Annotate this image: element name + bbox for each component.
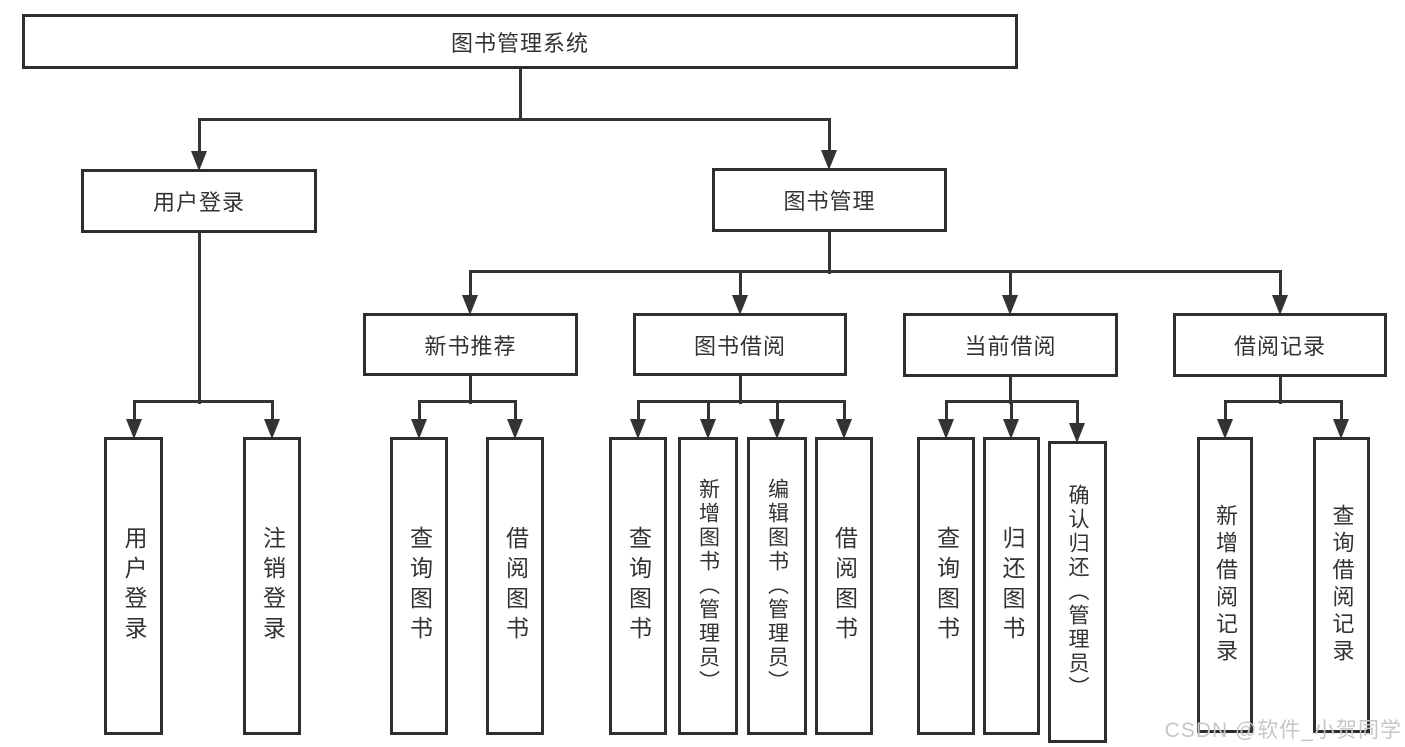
connector-vline: [1278, 376, 1282, 404]
connector-hline: [468, 269, 1282, 273]
connector-vline: [518, 69, 522, 121]
node-borrow-records-label: 借阅记录: [1233, 334, 1326, 359]
node-book-borrow-label: 图书借阅: [693, 333, 786, 359]
connector-arrow-stem: [775, 401, 779, 429]
connector-hline: [636, 399, 846, 403]
arrow-down-icon: [264, 419, 280, 439]
node-borrow-records: 借阅记录: [1173, 313, 1387, 377]
connector-vline: [468, 376, 472, 404]
node-book-management-label: 图书管理: [783, 189, 876, 214]
arrow-down-icon: [1272, 295, 1288, 315]
leaf-query-borrow-record: 查询借阅记录: [1313, 437, 1370, 733]
connector-vline: [738, 376, 742, 404]
arrow-down-icon: [1069, 423, 1085, 443]
connector-arrow-stem: [706, 401, 710, 429]
connector-arrow-stem: [738, 271, 742, 305]
node-book-borrow: 图书借阅: [633, 313, 847, 376]
connector-hline: [197, 117, 831, 121]
arrow-down-icon: [462, 295, 478, 315]
leaf-edit-book-admin: 编辑图书（管理员）: [747, 437, 807, 735]
node-current-borrow-label: 当前借阅: [964, 334, 1057, 359]
connector-arrow-stem: [513, 401, 517, 429]
arrow-down-icon: [630, 419, 646, 439]
connector-arrow-stem: [270, 401, 274, 429]
leaf-logout: 注销登录: [243, 437, 301, 735]
node-root-label: 图书管理系统: [450, 30, 589, 56]
leaf-query-books-1: 查询图书: [390, 437, 448, 735]
leaf-add-book-admin: 新增图书（管理员）: [678, 437, 738, 735]
leaf-add-borrow-record: 新增借阅记录: [1197, 437, 1253, 733]
arrow-down-icon: [191, 151, 207, 171]
connector-vline: [197, 233, 201, 404]
connector-hline: [132, 399, 274, 403]
arrow-down-icon: [1003, 419, 1019, 439]
node-book-management: 图书管理: [712, 168, 947, 232]
leaf-user-login: 用户登录: [104, 437, 163, 735]
connector-arrow-stem: [197, 119, 201, 161]
leaf-query-books-2: 查询图书: [609, 437, 667, 735]
connector-arrow-stem: [1223, 401, 1227, 429]
connector-arrow-stem: [944, 401, 948, 429]
arrow-down-icon: [1002, 295, 1018, 315]
connector-arrow-stem: [1009, 401, 1013, 429]
node-user-login: 用户登录: [81, 169, 317, 233]
connector-arrow-stem: [827, 119, 831, 160]
arrow-down-icon: [411, 419, 427, 439]
arrow-down-icon: [836, 419, 852, 439]
watermark: CSDN @软件_小贺同学: [1164, 719, 1402, 742]
connector-arrow-stem: [417, 401, 421, 429]
arrow-down-icon: [821, 150, 837, 170]
connector-arrow-stem: [1008, 271, 1012, 305]
connector-hline: [417, 399, 517, 403]
arrow-down-icon: [732, 295, 748, 315]
arrow-down-icon: [507, 419, 523, 439]
arrow-down-icon: [700, 419, 716, 439]
leaf-confirm-return-admin: 确认归还（管理员）: [1048, 441, 1107, 743]
connector-vline: [827, 232, 831, 274]
node-new-book-recommend-label: 新书推荐: [424, 333, 517, 359]
arrow-down-icon: [1333, 419, 1349, 439]
node-root: 图书管理系统: [22, 14, 1018, 69]
connector-hline: [1223, 399, 1343, 403]
arrow-down-icon: [126, 419, 142, 439]
leaf-return-books: 归还图书: [983, 437, 1040, 735]
connector-arrow-stem: [1278, 271, 1282, 305]
connector-arrow-stem: [842, 401, 846, 429]
connector-vline: [1008, 376, 1012, 404]
connector-arrow-stem: [1339, 401, 1343, 429]
leaf-borrow-books-1: 借阅图书: [486, 437, 544, 735]
connector-arrow-stem: [1075, 401, 1079, 433]
node-current-borrow: 当前借阅: [903, 313, 1118, 377]
connector-arrow-stem: [636, 401, 640, 429]
leaf-borrow-books-2: 借阅图书: [815, 437, 873, 735]
leaf-query-books-3: 查询图书: [917, 437, 975, 735]
node-user-login-label: 用户登录: [152, 190, 245, 215]
arrow-down-icon: [938, 419, 954, 439]
arrow-down-icon: [1217, 419, 1233, 439]
connector-arrow-stem: [468, 271, 472, 305]
connector-arrow-stem: [132, 401, 136, 429]
node-new-book-recommend: 新书推荐: [363, 313, 578, 376]
arrow-down-icon: [769, 419, 785, 439]
